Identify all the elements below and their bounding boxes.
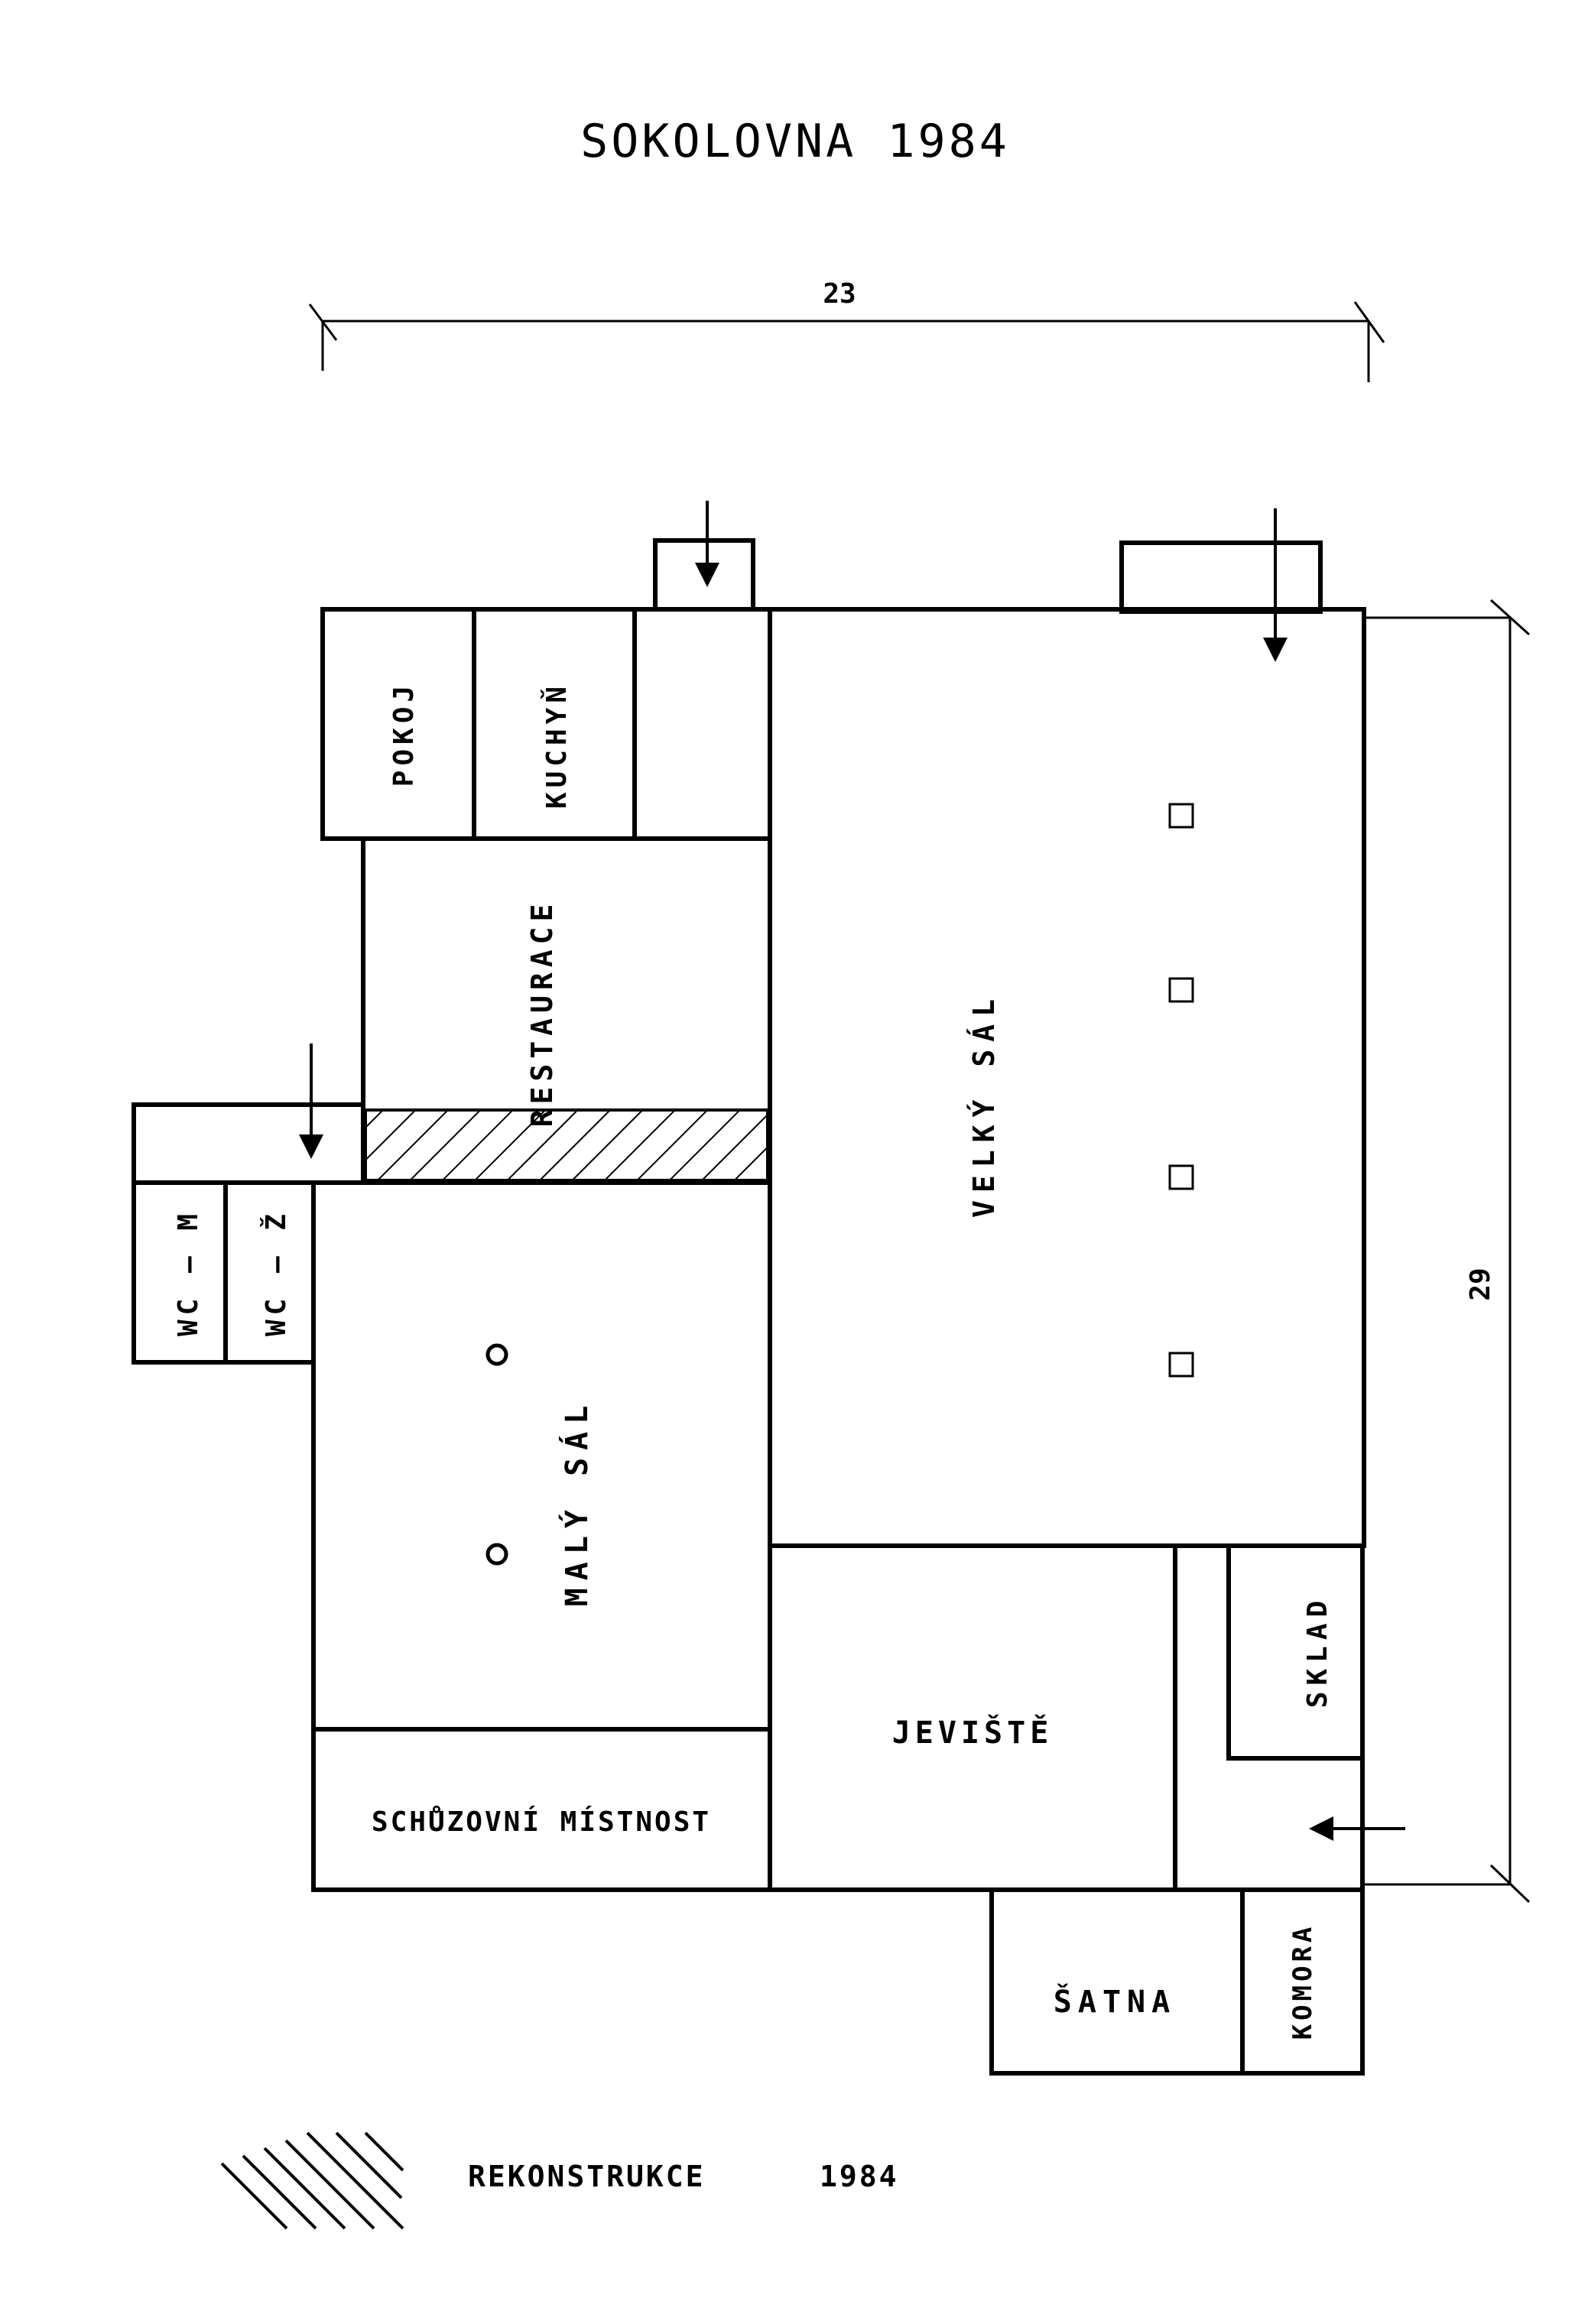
columns-square (1168, 803, 1194, 1378)
plan-title: SOKOLOVNA 1984 (580, 115, 1010, 168)
room-restaurace: RESTAURACE (525, 899, 559, 1128)
height-dimension: 29 (1365, 599, 1531, 1904)
legend-label: REKONSTRUKCE (468, 2160, 706, 2193)
room-sklad: SKLAD (1302, 1595, 1333, 1708)
width-label: 23 (823, 278, 856, 310)
room-maly-sal: MALÝ SÁL (557, 1398, 595, 1607)
columns-round (485, 1343, 508, 1566)
height-label: 29 (1465, 1267, 1496, 1300)
walls (132, 538, 1366, 2076)
room-schuzovni-mistnost: SCHŮZOVNÍ MÍSTNOST (372, 1806, 711, 1838)
room-jeviste: JEVIŠTĚ (892, 1714, 1054, 1751)
room-kuchyn: KUCHYŇ (541, 682, 573, 809)
legend-year: 1984 (820, 2160, 899, 2193)
room-komora: KOMORA (1288, 1923, 1318, 2040)
room-velky-sal: VELKÝ SÁL (967, 992, 1001, 1218)
room-wc-z: WC – Ž (260, 1209, 292, 1336)
reconstruction-hatch (364, 1108, 769, 1182)
entrance-arrows (299, 501, 1405, 1841)
width-dimension: 23 (308, 278, 1385, 382)
room-wc-m: WC – M (173, 1209, 204, 1336)
legend-hatch-swatch (220, 2131, 404, 2230)
legend: REKONSTRUKCE 1984 (220, 2131, 899, 2230)
room-pokoj: POKOJ (388, 681, 420, 787)
room-satna: ŠATNA (1054, 1983, 1176, 2020)
